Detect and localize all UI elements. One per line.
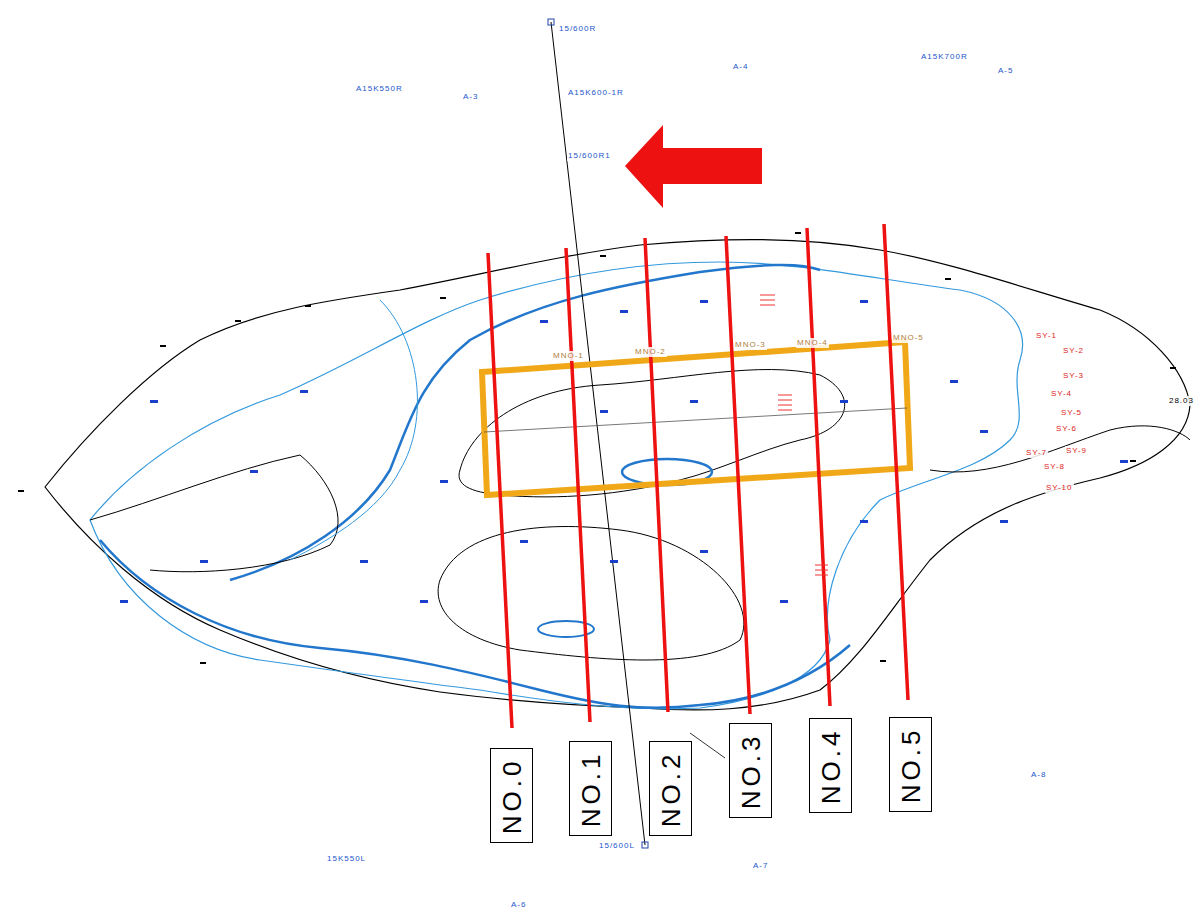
map-label: SY-6 bbox=[1055, 424, 1078, 434]
map-label: SY-10 bbox=[1045, 483, 1074, 493]
map-label: 15K550L bbox=[326, 854, 367, 864]
map-label: A15K700R bbox=[920, 52, 969, 62]
section-number: NO.3 bbox=[735, 732, 766, 809]
map-label: SY-7 bbox=[1025, 448, 1048, 458]
section-box: NO.3 bbox=[729, 723, 772, 818]
section-box: NO.2 bbox=[649, 741, 692, 836]
map-label: MNO-2 bbox=[634, 347, 667, 357]
map-label: A-4 bbox=[732, 62, 749, 72]
map-label: A15K550R bbox=[355, 84, 404, 94]
map-label: MNO-4 bbox=[796, 338, 829, 348]
section-number: NO.4 bbox=[815, 727, 846, 804]
map-label: A15K600-1R bbox=[567, 88, 625, 98]
map-label: A-8 bbox=[1030, 770, 1047, 780]
map-label: 15/600R bbox=[558, 24, 597, 34]
section-box: NO.0 bbox=[490, 748, 533, 843]
map-label: A-3 bbox=[462, 92, 479, 102]
map-label: A-7 bbox=[752, 861, 769, 871]
map-label: SY-5 bbox=[1060, 408, 1083, 418]
map-label: SY-2 bbox=[1062, 346, 1085, 356]
map-label: SY-4 bbox=[1050, 389, 1073, 399]
map-label: MNO-5 bbox=[892, 333, 925, 343]
map-label: SY-9 bbox=[1065, 446, 1088, 456]
section-number: NO.2 bbox=[655, 750, 686, 827]
map-label: SY-3 bbox=[1062, 371, 1085, 381]
section-box: NO.5 bbox=[889, 717, 932, 812]
map-label: MNO-1 bbox=[552, 351, 585, 361]
map-label: A-5 bbox=[997, 66, 1014, 76]
section-number: NO.0 bbox=[496, 757, 527, 834]
section-number: NO.5 bbox=[895, 726, 926, 803]
map-label: MNO-3 bbox=[734, 340, 767, 350]
map-label: SY-1 bbox=[1035, 331, 1058, 341]
section-box: NO.1 bbox=[569, 741, 612, 836]
section-number: NO.1 bbox=[575, 750, 606, 827]
map-label: A-6 bbox=[510, 900, 527, 910]
map-label: 15/600R1 bbox=[567, 151, 612, 161]
map-label: SY-8 bbox=[1043, 462, 1066, 472]
section-box: NO.4 bbox=[809, 718, 852, 813]
map-label: 28.03 bbox=[1168, 396, 1195, 406]
map-label: 15/600L bbox=[598, 841, 636, 851]
